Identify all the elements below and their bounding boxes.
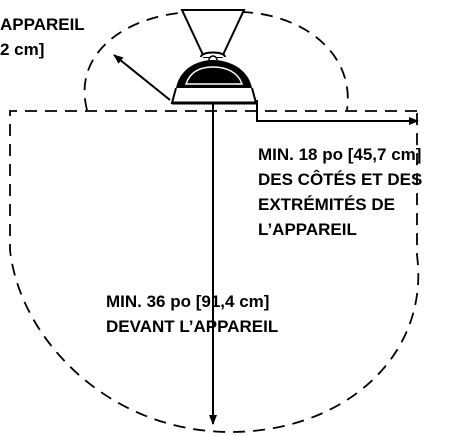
side-clearance-arrow [256, 100, 419, 125]
front-clearance-label-line2: DEVANT L’APPAREIL [106, 317, 278, 336]
side-clearance-label-line4: L’APPAREIL [258, 220, 357, 239]
top-left-clearance-arrow [113, 54, 171, 101]
upper-clearance-boundary [83, 11, 349, 111]
lower-clearance-boundary [9, 110, 420, 433]
top-left-label-line1: APPAREIL [0, 15, 85, 34]
side-clearance-label-line3: EXTRÉMITÉS DE [258, 195, 395, 214]
front-clearance-label-line1: MIN. 36 po [91,4 cm] [106, 292, 269, 311]
top-left-label-line2: 2 cm] [0, 40, 44, 59]
overhead-heater-icon [170, 9, 258, 105]
side-clearance-label-line2: DES CÔTÉS ET DES [258, 170, 422, 189]
side-clearance-label-line1: MIN. 18 po [45,7 cm] [258, 145, 421, 164]
